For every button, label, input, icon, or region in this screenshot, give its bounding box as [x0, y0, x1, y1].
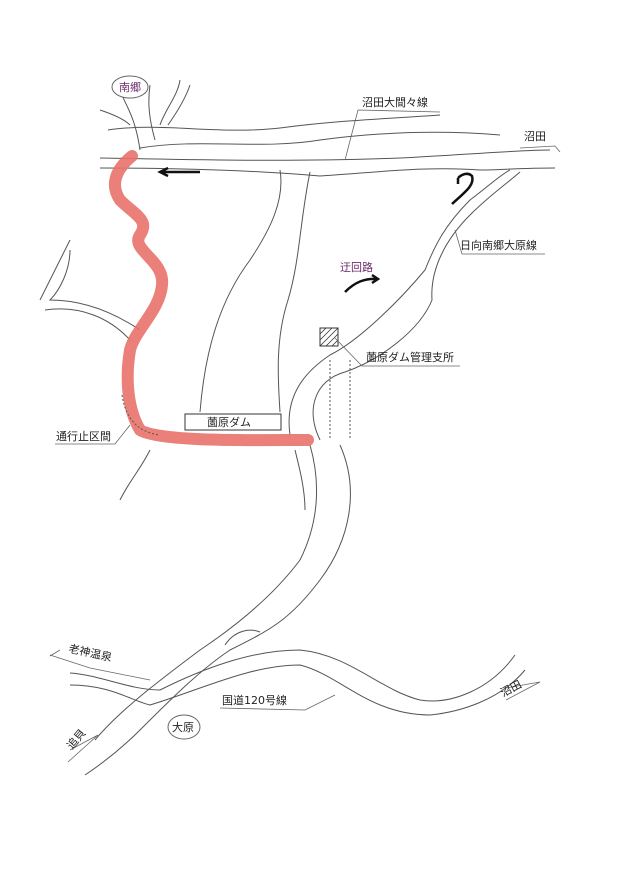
label-numata-bottom: 沼田	[498, 677, 524, 700]
arrows	[157, 166, 474, 293]
leader-lines	[49, 109, 561, 763]
label-sonohara-dam-office: 薗原ダム管理支所	[366, 350, 454, 364]
upper-roads	[99, 79, 556, 177]
left-arrow-icon	[157, 166, 200, 178]
label-sonohara-dam: 薗原ダム	[207, 415, 251, 429]
left-streams	[39, 239, 151, 501]
label-oigami-onsen: 老神温泉	[67, 641, 113, 664]
detour-arrow-icon	[344, 273, 381, 293]
lower-river	[84, 444, 351, 776]
label-detour: 迂回路	[340, 261, 373, 274]
detour-road	[288, 169, 521, 441]
label-numata-omama-line: 沼田大間々線	[362, 95, 428, 109]
closed-route	[108, 150, 314, 447]
dam-office-icon	[319, 327, 339, 347]
dam-structure	[184, 413, 282, 431]
label-route-120: 国道120号線	[222, 693, 287, 707]
label-ohara: 大原	[172, 720, 194, 734]
nango-circle	[111, 75, 149, 99]
label-hinata-nango-ohara-line: 日向南郷大原線	[460, 238, 537, 252]
label-numata-top: 沼田	[524, 129, 546, 143]
ohara-circle	[167, 714, 201, 740]
lake	[199, 169, 311, 413]
label-closed-section: 通行止区間	[56, 430, 111, 443]
turn-arrow-icon	[451, 172, 474, 205]
label-oikai: 追貝	[64, 726, 89, 752]
route-120	[69, 649, 526, 716]
label-nango: 南郷	[119, 80, 141, 94]
